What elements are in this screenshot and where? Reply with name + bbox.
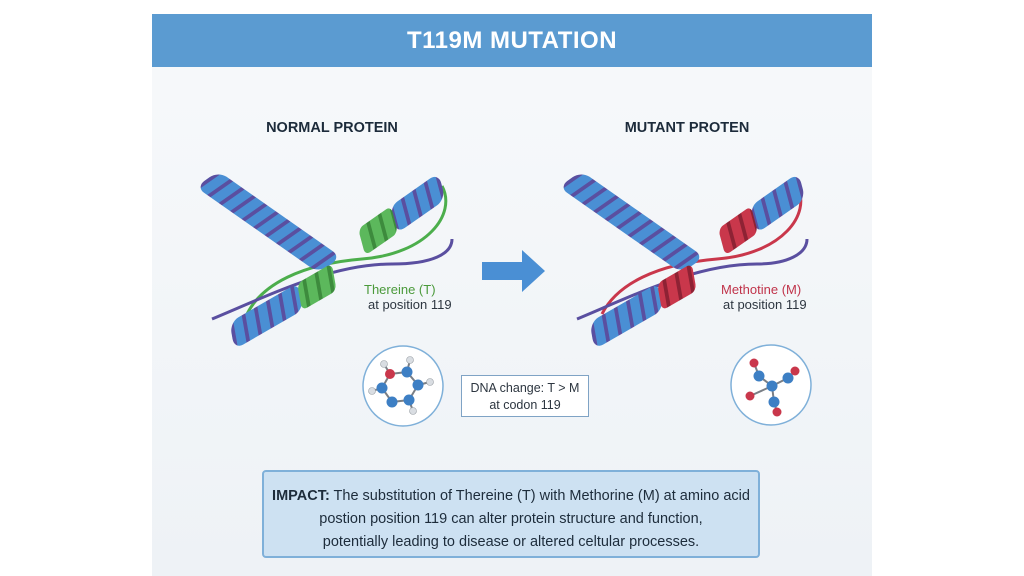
impact-line1: IMPACT: The substitution of Thereine (T)… (264, 485, 758, 508)
dna-change-line2: at codon 119 (489, 398, 561, 412)
normal-protein-structure (200, 174, 454, 346)
normal-position-label: at position 119 (368, 297, 452, 312)
molecule-icon (730, 344, 812, 426)
slide: T119M MUTATION NORMAL PROTEIN MUTANT PRO… (152, 14, 872, 576)
mutant-position-label: at position 119 (723, 297, 807, 312)
arrow-right-icon (482, 250, 545, 292)
impact-text-1: The substitution of Thereine (T) with Me… (329, 488, 750, 504)
impact-label: IMPACT: (272, 488, 330, 504)
dna-change-line1: DNA change: T > M (470, 381, 580, 395)
normal-residue-label: Thereine (T) (364, 282, 436, 297)
dna-change-box: DNA change: T > M at codon 119 (461, 375, 589, 417)
mutant-protein-heading: MUTANT PROTEN (624, 120, 750, 136)
impact-box: IMPACT: The substitution of Thereine (T)… (262, 470, 760, 558)
normal-protein-heading: NORMAL PROTEIN (266, 120, 398, 136)
impact-line3: potentially leading to disease or altere… (322, 534, 700, 550)
mutant-residue-label: Methotine (M) (721, 282, 802, 297)
illustration (200, 174, 812, 427)
impact-line2: postion position 119 can alter protein s… (319, 511, 703, 527)
mutant-protein-structure (563, 174, 809, 346)
molecule-icon (362, 345, 444, 427)
title-banner: T119M MUTATION (152, 14, 872, 67)
